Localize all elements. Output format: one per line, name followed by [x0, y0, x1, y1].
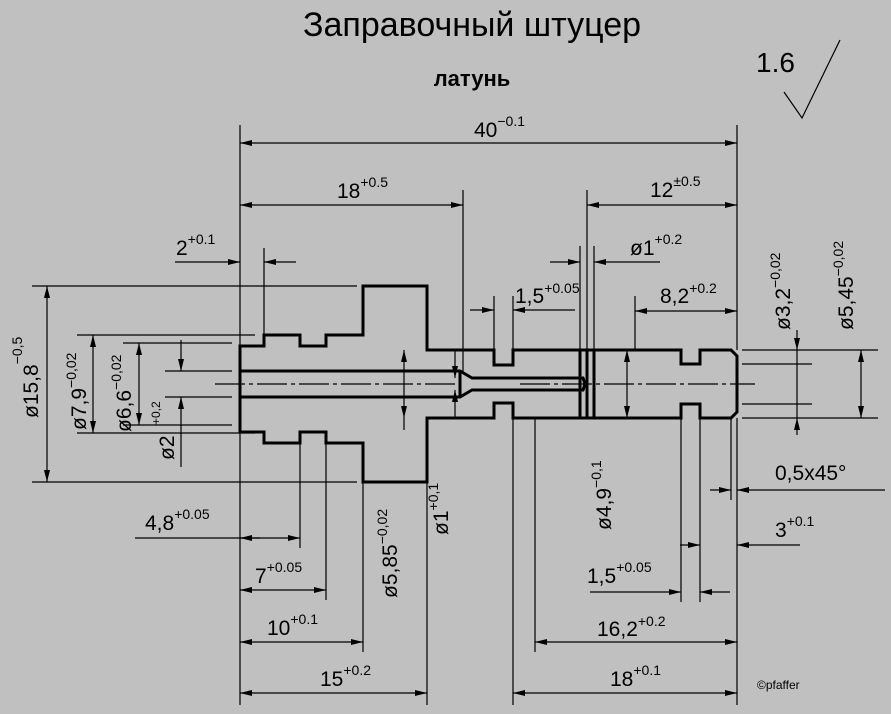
dim-diameter-1-mid: ø1+0,1	[425, 483, 453, 535]
dim-overall-length: 40−0.1	[474, 113, 525, 142]
material-label: латунь	[434, 66, 511, 91]
dim-length-16-2: 16,2+0.2	[597, 613, 666, 641]
dim-diameter-5-45: ø5,45−0,02	[830, 241, 858, 330]
dim-length-15: 15+0.2	[320, 662, 371, 691]
dim-diameter-6-6: ø6,6−0,02	[108, 354, 136, 432]
roughness-symbol: 1.6	[756, 39, 841, 120]
dim-length-3: 3+0.1	[775, 513, 815, 542]
dim-diameter-3-2: ø3,2−0,02	[767, 252, 795, 330]
dim-diameter-15-8: ø15,8−0,5	[9, 336, 43, 418]
roughness-value: 1.6	[756, 47, 795, 78]
author-credit: ©pfaffer	[757, 678, 800, 692]
drawing-title: Заправочный штуцер	[303, 6, 641, 44]
dim-length-18-top: 18+0.5	[337, 174, 388, 203]
dim-chamfer: 0,5x45°	[775, 462, 846, 485]
dim-length-18-bottom: 18+0.1	[610, 662, 661, 691]
dimension-lines	[32, 125, 885, 705]
dimension-labels: 40−0.1 18+0.5 12±0.5 2+0.1 ø1+0.2 1,5+0.…	[9, 113, 858, 691]
dim-length-7: 7+0.05	[255, 559, 302, 588]
dim-diameter-7-9: ø7,9−0,02	[63, 352, 91, 430]
dim-diameter-1-top: ø1+0.2	[630, 231, 682, 260]
dim-diameter-2-tol: +0,2	[149, 401, 163, 425]
dim-length-2: 2+0.1	[176, 231, 216, 260]
dim-length-12: 12±0.5	[650, 173, 701, 202]
part-section	[215, 284, 755, 484]
dim-diameter-5-85: ø5,85−0,02	[374, 509, 402, 598]
dim-length-1-5-bottom: 1,5+0.05	[587, 559, 652, 588]
dim-length-1-5-top: 1,5+0.05	[515, 280, 580, 308]
dim-length-10: 10+0.1	[267, 611, 318, 640]
dim-length-8-2: 8,2+0.2	[660, 280, 717, 308]
dim-diameter-2: ø2	[156, 435, 179, 460]
dim-length-4-8: 4,8+0.05	[145, 506, 210, 535]
dim-diameter-4-9: ø4,9−0,1	[588, 460, 616, 530]
